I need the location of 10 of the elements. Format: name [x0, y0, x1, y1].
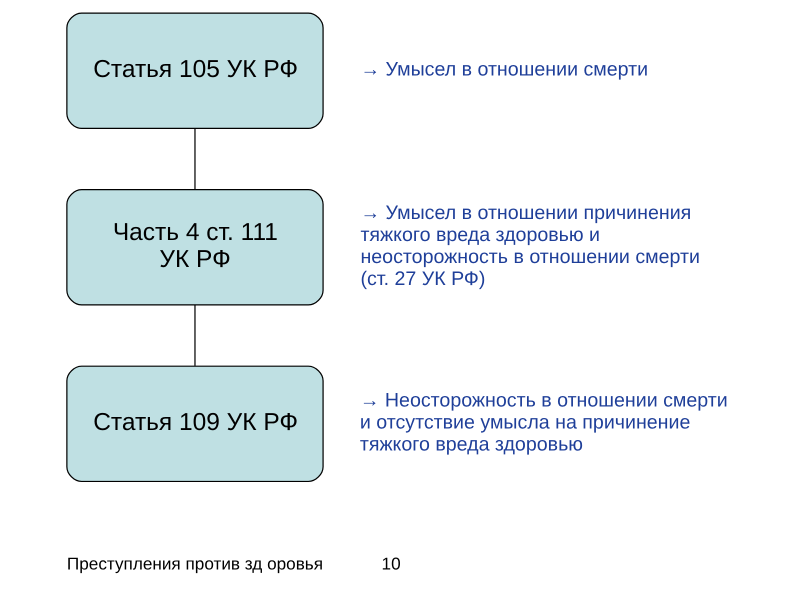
connector — [194, 128, 196, 190]
node-label: → Неосторожность в отношении смерти и отсутствие умысла на причинение тяжкого вреда здоровью — [360, 389, 728, 456]
node-box: Статья 105 УК РФ — [66, 12, 324, 129]
node-label: → Умысел в отношении смерти — [360, 58, 648, 80]
label: Преступления против зд оровья — [66, 553, 324, 574]
connector — [194, 305, 196, 366]
node-box: Часть 4 ст. 111 УК РФ — [66, 189, 324, 306]
node-box: Статья 109 УК РФ — [66, 366, 324, 482]
node-label: → Умысел в отношении причинения тяжкого вреда здоровью и неосторожность в отношении смерти (ст. 27 УК РФ) — [360, 202, 700, 290]
label: 10 — [382, 553, 401, 574]
